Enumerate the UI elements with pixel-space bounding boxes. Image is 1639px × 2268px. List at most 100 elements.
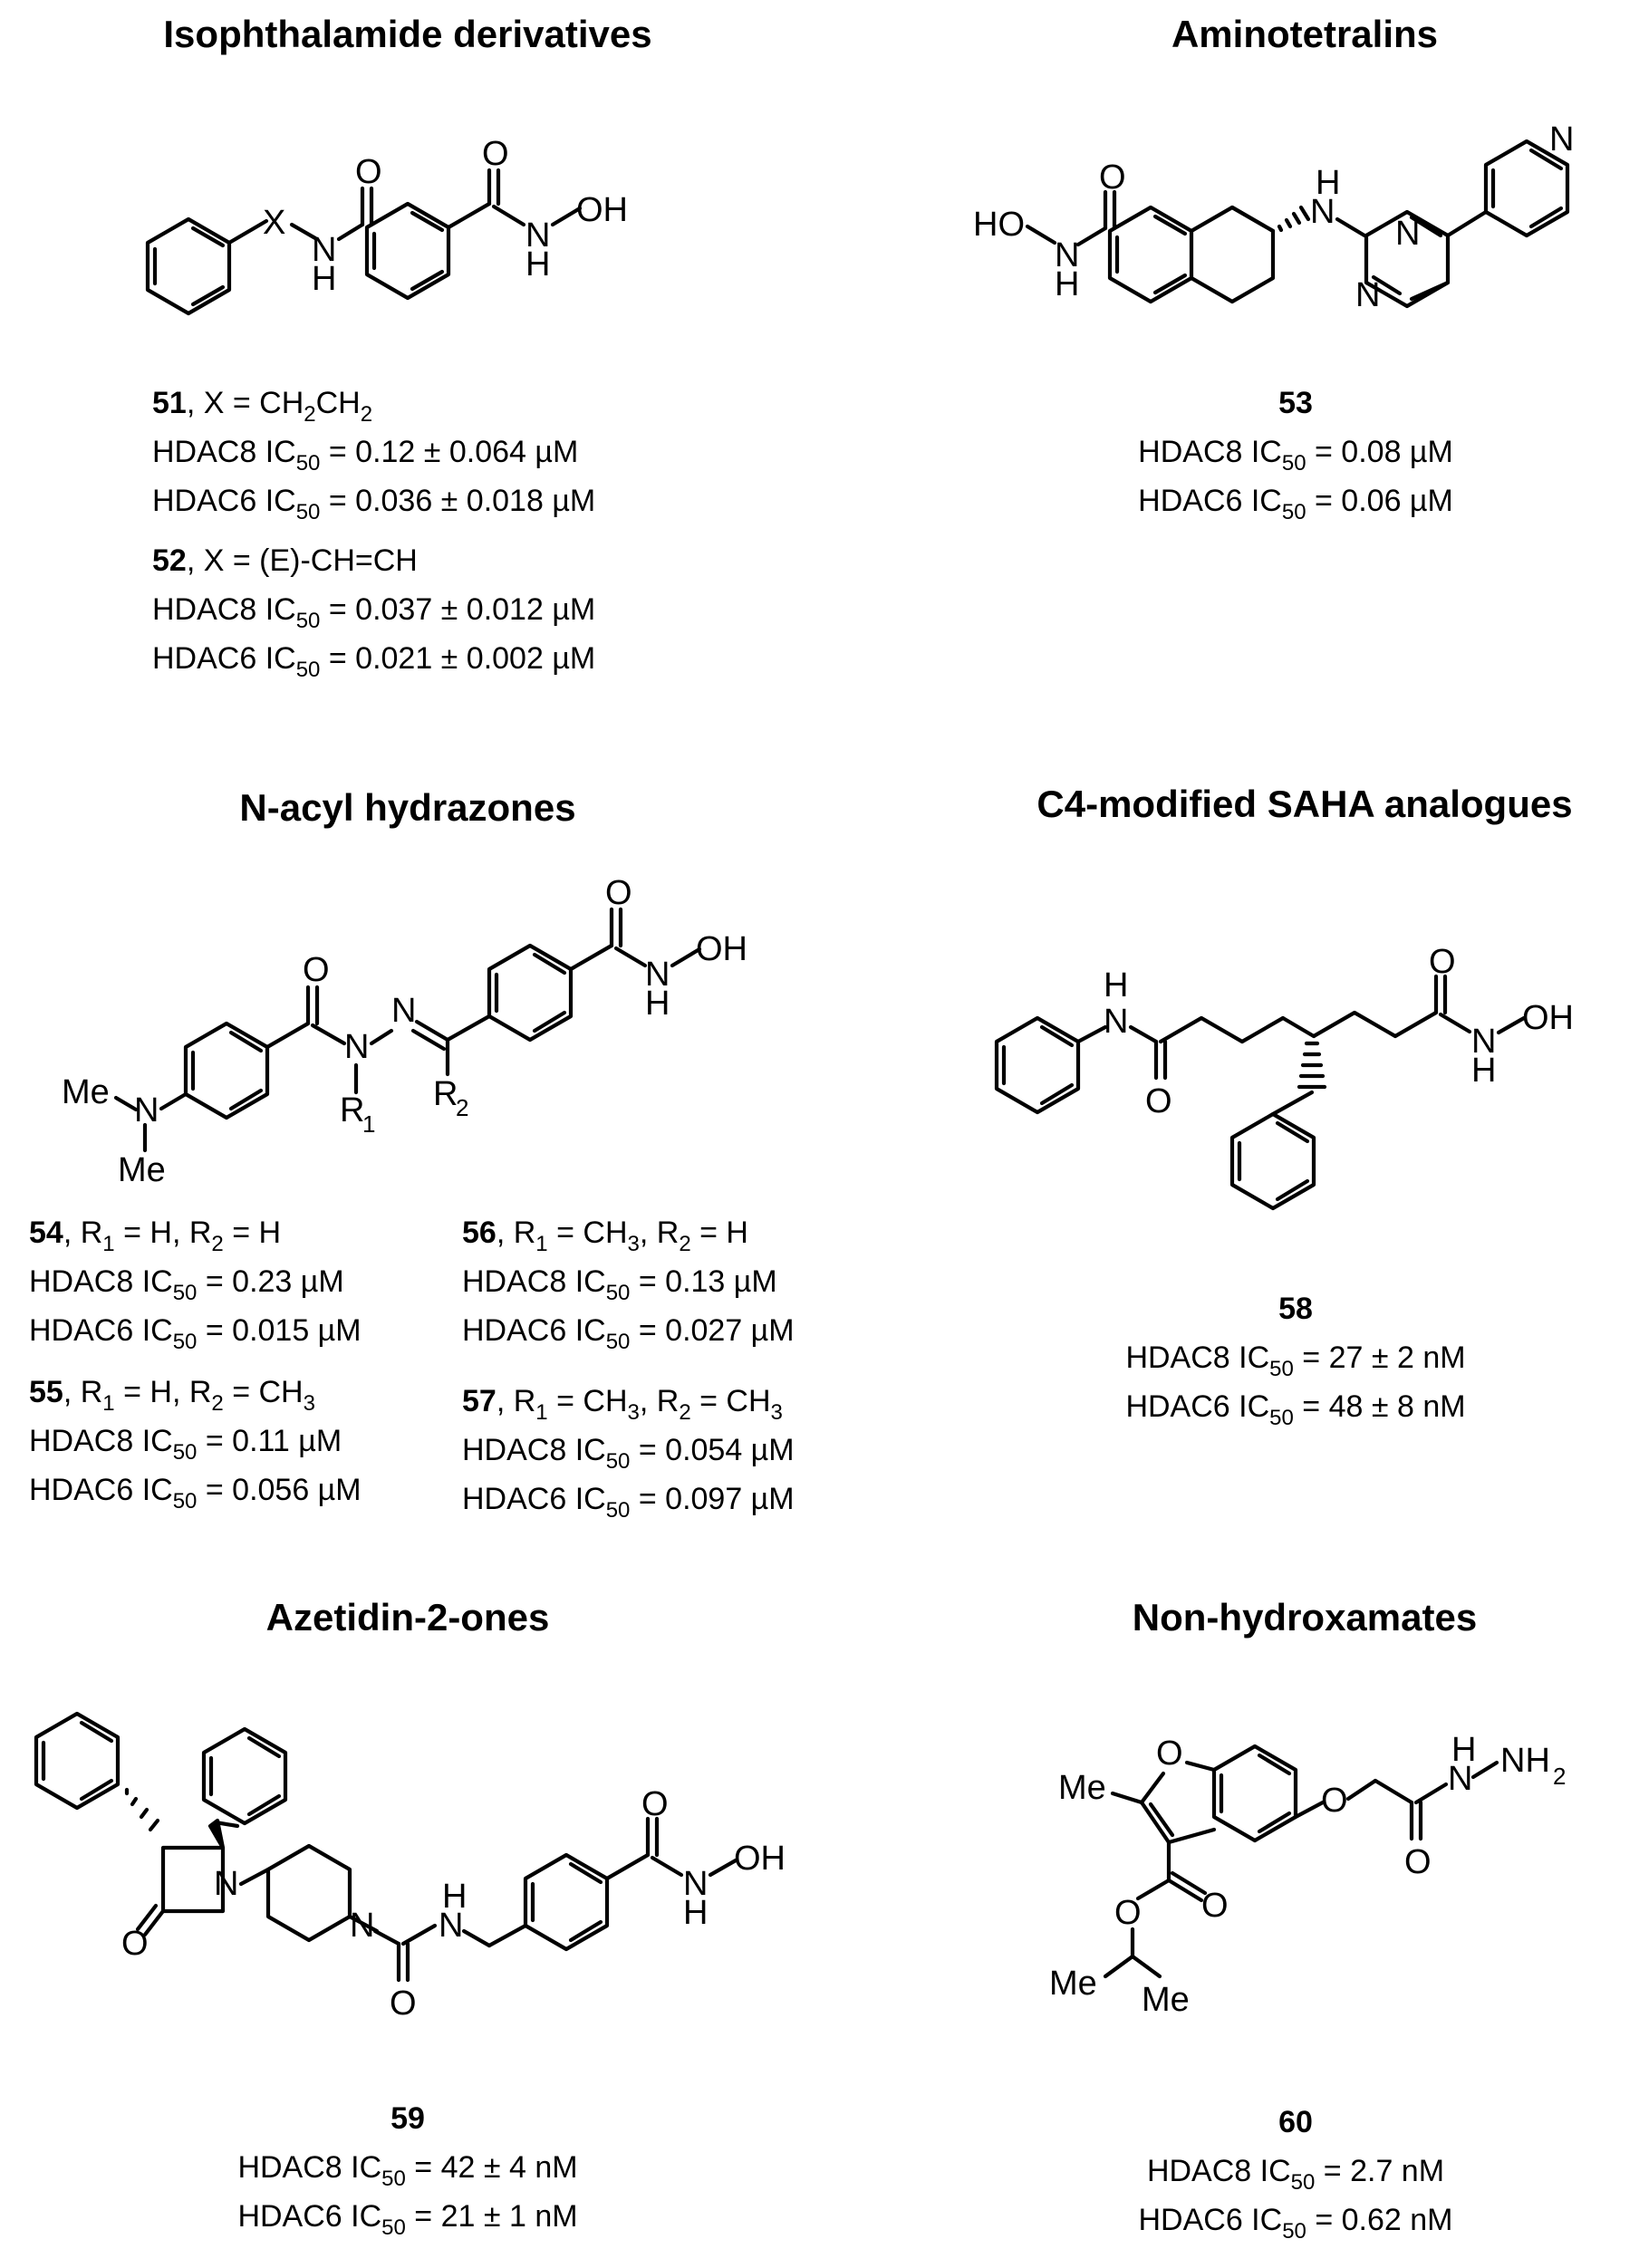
svg-text:OH: OH — [1522, 999, 1574, 1037]
caption-60-hdac6: HDAC6 IC50 = 0.62 nM — [1138, 2203, 1453, 2244]
svg-text:N: N — [350, 1907, 374, 1945]
svg-text:2: 2 — [1553, 1763, 1566, 1790]
structure-benzofuran: Me O O O H N NH 2 O O Me Me — [1049, 1731, 1566, 2019]
svg-text:H: H — [312, 260, 336, 298]
caption-58-hdac6: HDAC6 IC50 = 48 ± 8 nM — [1125, 1389, 1466, 1430]
structure-azetidinone: O N N N O H N O N H OH — [34, 1711, 786, 2023]
svg-text:O: O — [303, 951, 330, 989]
section-title-non-hydroxamates: Non-hydroxamates — [1132, 1596, 1478, 1639]
svg-text:N: N — [391, 992, 416, 1030]
svg-text:2: 2 — [456, 1094, 468, 1121]
caption-compound-57: 57, R1 = CH3, R2 = CH3 — [462, 1384, 783, 1425]
svg-text:N: N — [1310, 193, 1335, 231]
svg-text:N: N — [1104, 1003, 1128, 1041]
caption-compound-51: 51, X = CH2CH2 — [152, 386, 373, 427]
svg-text:H: H — [1471, 1052, 1496, 1090]
svg-text:N: N — [683, 1865, 708, 1903]
svg-text:N: N — [645, 956, 670, 994]
svg-text:Me: Me — [1058, 1769, 1106, 1807]
svg-text:X: X — [263, 204, 285, 242]
svg-text:N: N — [1355, 276, 1380, 314]
caption-52-hdac8: HDAC8 IC50 = 0.037 ± 0.012 µM — [152, 592, 596, 633]
svg-text:N: N — [214, 1865, 238, 1903]
caption-59-hdac6: HDAC6 IC50 = 21 ± 1 nM — [237, 2199, 578, 2240]
svg-text:R: R — [340, 1091, 364, 1129]
svg-text:N: N — [525, 216, 550, 255]
svg-text:N: N — [1448, 1760, 1472, 1798]
svg-text:N: N — [344, 1028, 369, 1066]
caption-56-hdac6: HDAC6 IC50 = 0.027 µM — [462, 1313, 795, 1354]
svg-text:R: R — [433, 1075, 458, 1113]
section-title-azetidinones: Azetidin-2-ones — [265, 1596, 550, 1639]
caption-compound-58: 58 — [1278, 1292, 1313, 1326]
caption-51-hdac8: HDAC8 IC50 = 0.12 ± 0.064 µM — [152, 435, 579, 476]
structure-isophthalamide: X N H O O N H OH — [145, 135, 628, 316]
svg-text:N: N — [134, 1091, 159, 1129]
caption-compound-56: 56, R1 = CH3, R2 = H — [462, 1216, 748, 1256]
svg-text:NH: NH — [1500, 1742, 1550, 1780]
svg-text:OH: OH — [734, 1840, 786, 1878]
section-title-isophthalamide: Isophthalamide derivatives — [163, 13, 652, 55]
section-title-saha-analogues: C4-modified SAHA analogues — [1036, 783, 1573, 825]
caption-55-hdac6: HDAC6 IC50 = 0.056 µM — [29, 1473, 362, 1514]
caption-57-hdac6: HDAC6 IC50 = 0.097 µM — [462, 1482, 795, 1523]
svg-text:Me: Me — [62, 1073, 110, 1111]
caption-53-hdac6: HDAC6 IC50 = 0.06 µM — [1138, 484, 1453, 524]
svg-text:O: O — [482, 135, 509, 173]
caption-55-hdac8: HDAC8 IC50 = 0.11 µM — [29, 1424, 342, 1465]
caption-53-hdac8: HDAC8 IC50 = 0.08 µM — [1138, 435, 1453, 476]
svg-text:H: H — [1451, 1731, 1476, 1769]
section-title-acyl-hydrazones: N-acyl hydrazones — [239, 786, 576, 829]
svg-text:O: O — [390, 1985, 417, 2023]
svg-text:O: O — [1404, 1843, 1432, 1881]
caption-58-hdac8: HDAC8 IC50 = 27 ± 2 nM — [1125, 1341, 1466, 1381]
svg-text:O: O — [1114, 1894, 1142, 1932]
svg-text:H: H — [683, 1894, 708, 1932]
structure-saha-analogue: N H O O N H OH — [994, 943, 1574, 1211]
svg-text:Me: Me — [1049, 1965, 1097, 2003]
svg-text:O: O — [641, 1785, 669, 1823]
svg-text:Me: Me — [118, 1151, 166, 1189]
svg-text:O: O — [1321, 1782, 1348, 1820]
svg-text:O: O — [121, 1925, 149, 1963]
svg-text:O: O — [1429, 943, 1456, 981]
svg-text:N: N — [1471, 1023, 1496, 1061]
structure-aminotetralin: HO N H O N H N N N — [973, 120, 1574, 314]
svg-text:O: O — [1201, 1887, 1229, 1925]
svg-text:O: O — [1145, 1082, 1172, 1120]
caption-59-hdac8: HDAC8 IC50 = 42 ± 4 nM — [237, 2150, 578, 2191]
caption-54-hdac6: HDAC6 IC50 = 0.015 µM — [29, 1313, 362, 1354]
svg-text:N: N — [1549, 120, 1574, 159]
caption-56-hdac8: HDAC8 IC50 = 0.13 µM — [462, 1264, 777, 1305]
svg-text:N: N — [439, 1907, 463, 1945]
svg-text:H: H — [442, 1878, 467, 1916]
svg-text:N: N — [312, 231, 336, 269]
caption-52-hdac6: HDAC6 IC50 = 0.021 ± 0.002 µM — [152, 641, 596, 682]
svg-text:H: H — [645, 985, 670, 1023]
svg-text:H: H — [1055, 265, 1079, 303]
svg-text:OH: OH — [696, 930, 747, 968]
svg-text:H: H — [525, 245, 550, 284]
svg-text:OH: OH — [576, 191, 628, 229]
structure-acyl-hydrazone: Me N Me O N R 1 N R 2 O N H OH — [62, 874, 747, 1189]
caption-60-hdac8: HDAC8 IC50 = 2.7 nM — [1146, 2154, 1445, 2195]
svg-text:O: O — [1099, 159, 1126, 197]
svg-text:HO: HO — [973, 206, 1025, 244]
caption-54-hdac8: HDAC8 IC50 = 0.23 µM — [29, 1264, 344, 1305]
svg-text:H: H — [1316, 164, 1340, 202]
caption-51-hdac6: HDAC6 IC50 = 0.036 ± 0.018 µM — [152, 484, 596, 524]
caption-compound-60: 60 — [1278, 2105, 1313, 2139]
caption-compound-55: 55, R1 = H, R2 = CH3 — [29, 1375, 315, 1416]
svg-text:O: O — [605, 874, 632, 912]
svg-text:Me: Me — [1142, 1981, 1190, 2019]
caption-57-hdac8: HDAC8 IC50 = 0.054 µM — [462, 1433, 795, 1474]
svg-text:N: N — [1055, 236, 1079, 274]
caption-compound-59: 59 — [390, 2101, 425, 2136]
svg-text:O: O — [1156, 1735, 1183, 1773]
svg-text:O: O — [355, 153, 382, 191]
caption-compound-53: 53 — [1278, 386, 1313, 420]
caption-compound-54: 54, R1 = H, R2 = H — [29, 1216, 282, 1256]
section-title-aminotetralins: Aminotetralins — [1171, 13, 1439, 55]
svg-text:H: H — [1104, 966, 1128, 1004]
caption-compound-52: 52, X = (E)-CH=CH — [152, 543, 418, 578]
